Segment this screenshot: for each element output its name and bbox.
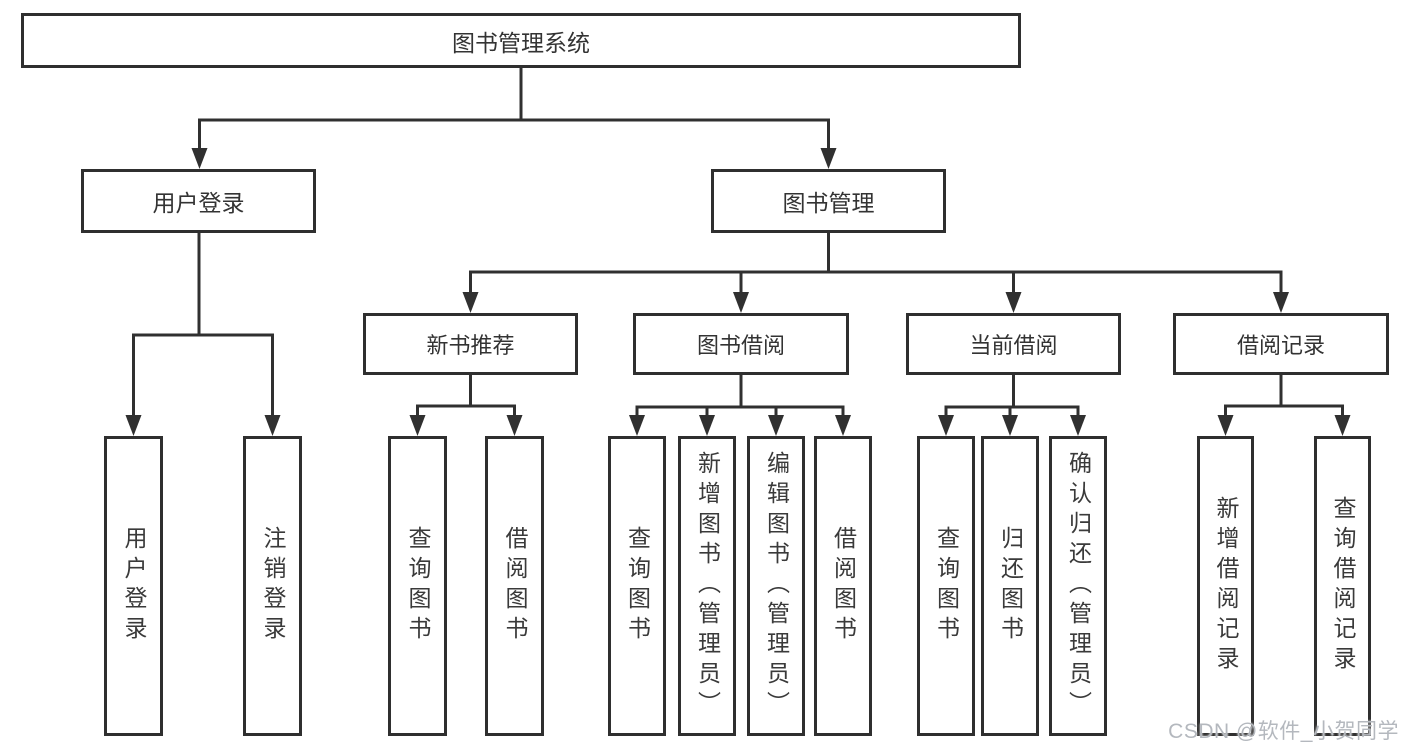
node-book-mgmt: 图书管理 <box>711 169 946 233</box>
leaf-logout: 注销登录 <box>243 436 302 736</box>
node-new-book-recommend-label: 新书推荐 <box>426 333 515 358</box>
leaf-query-books-recommend: 查询图书 <box>388 436 447 736</box>
leaf-query-books-borrow-label: 查询图书 <box>624 526 651 646</box>
leaf-return-books: 归还图书 <box>981 436 1039 736</box>
connector-root-to-level2 <box>191 68 837 169</box>
connector-borrow-records-children <box>1217 375 1351 436</box>
connector-current-borrow-children <box>938 375 1086 436</box>
leaf-borrow-books: 借阅图书 <box>814 436 872 736</box>
node-book-borrow: 图书借阅 <box>633 313 849 375</box>
leaf-edit-books-admin-label: 编辑图书（管理员） <box>763 451 790 721</box>
leaf-return-books-label: 归还图书 <box>997 526 1024 646</box>
node-current-borrow: 当前借阅 <box>906 313 1121 375</box>
leaf-confirm-return-admin: 确认归还（管理员） <box>1049 436 1107 736</box>
node-root-label: 图书管理系统 <box>452 29 590 56</box>
leaf-logout-label: 注销登录 <box>260 526 286 646</box>
node-root: 图书管理系统 <box>21 13 1021 68</box>
leaf-edit-books-admin: 编辑图书（管理员） <box>747 436 805 736</box>
node-new-book-recommend: 新书推荐 <box>363 313 578 375</box>
leaf-query-borrow-record-label: 查询借阅记录 <box>1330 496 1356 676</box>
leaf-borrow-books-label: 借阅图书 <box>830 526 857 646</box>
leaf-confirm-return-admin-label: 确认归还（管理员） <box>1065 451 1092 721</box>
leaf-query-books-borrow: 查询图书 <box>608 436 666 736</box>
leaf-add-borrow-record-label: 新增借阅记录 <box>1213 496 1239 676</box>
node-book-mgmt-label: 图书管理 <box>782 190 875 216</box>
csdn-watermark: CSDN @软件_小贺同学 <box>1168 720 1399 743</box>
connector-new-book-children <box>409 375 523 436</box>
node-user-login-label: 用户登录 <box>152 190 245 216</box>
connector-book-borrow-children <box>629 375 851 436</box>
node-book-borrow-label: 图书借阅 <box>696 333 785 358</box>
leaf-query-books-recommend-label: 查询图书 <box>405 526 431 646</box>
leaf-query-books-current-label: 查询图书 <box>933 526 960 646</box>
node-borrow-records-label: 借阅记录 <box>1236 333 1325 358</box>
leaf-borrow-books-recommend: 借阅图书 <box>485 436 544 736</box>
leaf-add-books-admin-label: 新增图书（管理员） <box>694 451 721 721</box>
node-borrow-records: 借阅记录 <box>1173 313 1389 375</box>
node-user-login: 用户登录 <box>81 169 316 233</box>
leaf-add-borrow-record: 新增借阅记录 <box>1197 436 1254 736</box>
connector-book-mgmt-sections <box>462 233 1289 313</box>
leaf-borrow-books-recommend-label: 借阅图书 <box>502 526 528 646</box>
connector-user-login-children <box>125 233 281 436</box>
leaf-user-login: 用户登录 <box>104 436 163 736</box>
node-current-borrow-label: 当前借阅 <box>969 333 1058 358</box>
leaf-query-borrow-record: 查询借阅记录 <box>1314 436 1371 736</box>
leaf-add-books-admin: 新增图书（管理员） <box>678 436 736 736</box>
leaf-user-login-label: 用户登录 <box>121 526 147 646</box>
leaf-query-books-current: 查询图书 <box>917 436 975 736</box>
